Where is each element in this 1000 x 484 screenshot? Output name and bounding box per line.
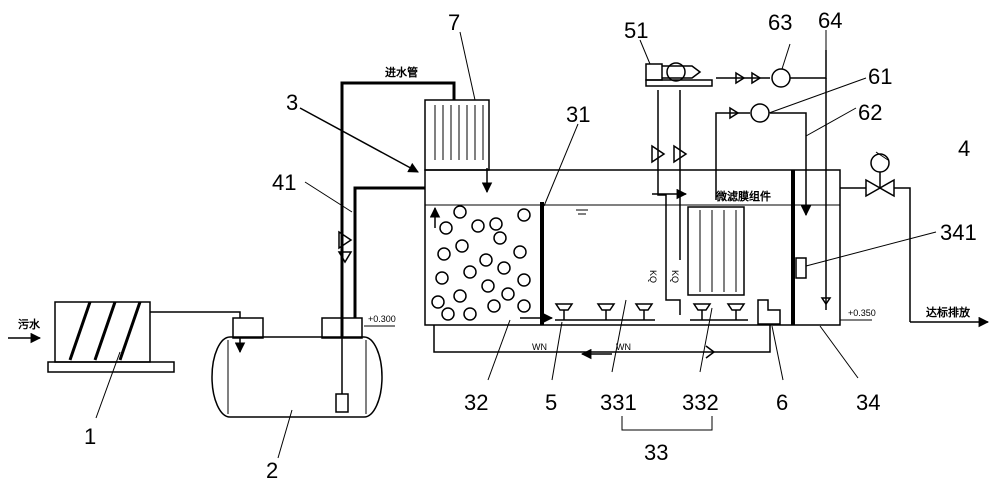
callout-32: 32 [464,390,488,415]
screen-unit-1 [47,301,175,373]
level-sensor-341 [795,257,807,279]
discharge-label: 达标排放 [926,305,971,319]
callout-7: 7 [448,10,460,35]
callout-34: 34 [856,390,880,415]
callout-62: 62 [858,100,882,125]
callout-41: 41 [272,170,296,195]
pipe-kq-2-label: KQ [670,270,680,283]
blower-51 [645,62,713,87]
treatment-tank-3 [424,169,841,326]
callout-331: 331 [600,390,637,415]
membrane-module-label: 微滤膜组件 [715,189,771,203]
callout-4: 4 [958,136,970,161]
callout-2: 2 [266,458,278,483]
inlet-pipe-label: 进水管 [385,65,418,79]
pipe-wn-2-label: WN [616,342,631,352]
carrier-media [431,205,531,321]
leader-lines [95,30,937,459]
callout-332: 332 [682,390,719,415]
pipe-kq-1-label: KQ [648,270,658,283]
callout-51: 51 [624,18,648,43]
callout-64: 64 [818,8,842,33]
callout-341: 341 [940,220,977,245]
inflow-label: 污水 [18,317,41,331]
pipe-wn-1-label: WN [532,342,547,352]
return-pipe [433,325,771,360]
level-mark-1: +0.300 [368,314,396,324]
callout-63: 63 [768,10,792,35]
membrane-module [687,206,745,296]
level-mark-2: +0.350 [848,308,876,318]
callout-1: 1 [84,424,96,449]
suction-pump-6 [757,299,781,325]
callout-3: 3 [286,90,298,115]
callout-33: 33 [644,440,668,465]
filter-module-7 [424,99,493,194]
callout-6: 6 [776,390,788,415]
backwash-pipes [715,50,832,310]
outlet-valve-4 [840,153,990,328]
regulating-tank-2 [211,317,383,418]
air-pipes [651,90,688,315]
callout-61: 61 [868,64,892,89]
callout-5: 5 [545,390,557,415]
check-valve-41 [337,230,353,264]
aerators-5 [554,303,748,321]
callout-31: 31 [566,102,590,127]
